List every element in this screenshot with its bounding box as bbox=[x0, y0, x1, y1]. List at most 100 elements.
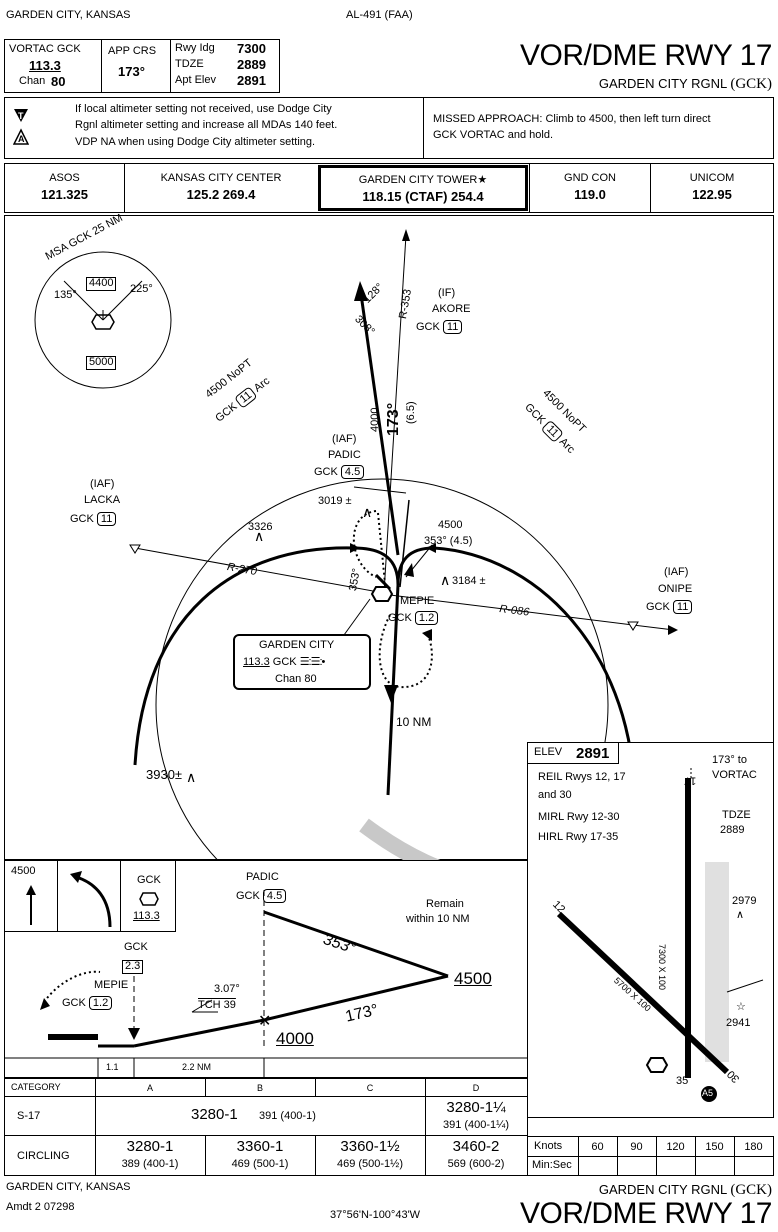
apron bbox=[705, 862, 729, 1062]
circling-c-sub: 469 (500-1½) bbox=[336, 1158, 404, 1170]
category-a: A bbox=[146, 1083, 153, 1093]
hold-altitude: 4500 bbox=[438, 519, 463, 531]
arc-arrow bbox=[350, 543, 360, 553]
field-obs-2941: 2941 bbox=[726, 1017, 751, 1029]
comm-freq: 125.2 269.4 bbox=[186, 187, 256, 202]
profile-view bbox=[4, 860, 528, 1078]
radial-270 bbox=[134, 547, 385, 594]
footer-airport-id: (GCK) bbox=[730, 1182, 772, 1198]
procedure-title: VOR/DME RWY 17 bbox=[520, 39, 772, 72]
runway-17-35 bbox=[685, 778, 691, 1078]
tdze: 2889 bbox=[237, 57, 266, 72]
elev-box: ELEV 2891 bbox=[527, 742, 619, 764]
app-crs-box: APP CRS 173° bbox=[101, 39, 171, 93]
notes-divider bbox=[423, 98, 424, 158]
knots-120: 120 bbox=[666, 1141, 685, 1153]
comm-asos: ASOS 121.325 bbox=[5, 164, 125, 212]
profile-dist-2: 2.2 NM bbox=[182, 1062, 212, 1072]
circling-d-sub: 569 (600-2) bbox=[447, 1158, 505, 1170]
msa-sector-135: 135° bbox=[54, 289, 77, 301]
missed-climb bbox=[43, 970, 101, 1003]
comm-freq: 121.325 bbox=[41, 187, 88, 202]
profile-gck-label: GCK bbox=[124, 941, 148, 953]
obs-3019: 3019 ± bbox=[318, 495, 352, 507]
footer-amendment: Amdt 2 07298 bbox=[6, 1201, 75, 1213]
missed-hold-arrow bbox=[422, 629, 432, 641]
comm-tower: GARDEN CITY TOWER★ 118.15 (CTAF) 254.4 bbox=[318, 165, 528, 211]
final-course-label: 173° bbox=[385, 402, 402, 436]
comm-freq: 119.0 bbox=[574, 187, 606, 202]
profile-padic-dme: GCK 4.5 bbox=[236, 889, 287, 903]
field-tdze-label: TDZE bbox=[722, 809, 751, 821]
onipe-dme: GCK 11 bbox=[646, 600, 693, 614]
vortac-chan-label: Chan bbox=[19, 75, 46, 87]
mepie-name: MEPIE bbox=[400, 595, 435, 607]
ma-icon-fix: GCK 113.3 bbox=[120, 860, 176, 932]
hold-inbound bbox=[399, 499, 410, 588]
comm-unicom: UNICOM 122.95 bbox=[651, 164, 773, 212]
svg-text:∧: ∧ bbox=[440, 572, 450, 588]
missed-course bbox=[358, 286, 400, 556]
alternate-minimums-symbol bbox=[13, 128, 29, 145]
profile-padic: PADIC bbox=[246, 871, 279, 883]
padic-dme: GCK 4.5 bbox=[314, 465, 365, 479]
app-crs-label: APP CRS bbox=[108, 45, 157, 57]
navaid-id: GCK bbox=[272, 656, 297, 668]
straight-in-abc-sub: 391 (400-1) bbox=[259, 1110, 316, 1122]
threshold-crossing-height: TCH 39 bbox=[198, 999, 236, 1011]
left-dme-arc bbox=[133, 546, 355, 766]
straight-in-d-sub: 391 (400-1¼) bbox=[442, 1119, 510, 1131]
remain-line-2: within 10 NM bbox=[406, 913, 470, 925]
comm-name: UNICOM bbox=[689, 172, 735, 184]
minsec-label: Min:Sec bbox=[532, 1159, 572, 1171]
vortac-chan: 80 bbox=[51, 74, 66, 89]
onipe-gck: GCK bbox=[646, 601, 670, 613]
elev-value: 2891 bbox=[576, 745, 610, 762]
chart-id: AL-491 (FAA) bbox=[346, 9, 413, 21]
arc-arrow bbox=[426, 543, 436, 553]
akore-name: AKORE bbox=[432, 303, 471, 315]
apt-elev: 2891 bbox=[237, 73, 266, 88]
radial-arrow bbox=[402, 229, 410, 241]
navaid-name: GARDEN CITY bbox=[259, 639, 335, 651]
padic-gck: GCK bbox=[314, 466, 338, 478]
knots-90: 90 bbox=[630, 1141, 643, 1153]
footer-title: VOR/DME RWY 17 bbox=[520, 1197, 772, 1230]
comm-name: GARDEN CITY TOWER★ bbox=[358, 174, 488, 186]
radial-086 bbox=[389, 594, 675, 631]
padic-dme-value: 4.5 bbox=[340, 465, 365, 479]
radial-086-arrow bbox=[668, 625, 678, 635]
onipe-iaf: (IAF) bbox=[664, 566, 689, 578]
ma-fix-gck: GCK bbox=[137, 874, 161, 886]
hirl-line: HIRL Rwy 17-35 bbox=[538, 831, 619, 843]
tdze-label: TDZE bbox=[175, 58, 204, 70]
category-label: CATEGORY bbox=[11, 1082, 61, 1092]
glide-path-angle: 3.07° bbox=[214, 983, 240, 995]
minimums-table: CATEGORY A B C D S-17 3280-1 391 (400-1)… bbox=[4, 1078, 528, 1176]
circling-d: 3460-2 bbox=[452, 1138, 500, 1155]
profile-min-altitude: 4000 bbox=[276, 1029, 314, 1048]
svg-text:A: A bbox=[18, 134, 25, 144]
a5-symbol bbox=[701, 1086, 717, 1102]
padic-iaf: (IAF) bbox=[332, 433, 357, 445]
runway-12-30 bbox=[556, 911, 730, 1075]
msa-alt-4400: 4400 bbox=[86, 277, 117, 291]
timing-table: Knots 60 90 120 150 180 Min:Sec bbox=[527, 1136, 774, 1176]
hold-arrow bbox=[404, 563, 414, 577]
runway-17-dims: 7300 X 100 bbox=[657, 944, 667, 991]
remain-line-1: Remain bbox=[426, 898, 464, 910]
circling-b: 3360-1 bbox=[236, 1138, 284, 1155]
nav-box-leader bbox=[343, 598, 371, 636]
comm-freq: 118.15 (CTAF) 254.4 bbox=[362, 189, 484, 204]
airport-id: (GCK) bbox=[730, 76, 772, 92]
final-course-arrow bbox=[384, 685, 398, 703]
lacka-dme-value: 11 bbox=[96, 512, 117, 526]
comm-freq: 122.95 bbox=[692, 187, 732, 202]
knots-150: 150 bbox=[705, 1141, 724, 1153]
footer-airport: GARDEN CITY RGNL bbox=[598, 1182, 727, 1197]
msa-vortac-icon bbox=[91, 314, 115, 330]
profile-graphics: ✕ bbox=[4, 890, 528, 1078]
morse-code: ☰:☰:• bbox=[299, 656, 326, 668]
navaid-box: GARDEN CITY 113.3 GCK ☰:☰:• Chan 80 bbox=[233, 634, 371, 690]
vortac-note-1: 173° to bbox=[712, 754, 747, 766]
